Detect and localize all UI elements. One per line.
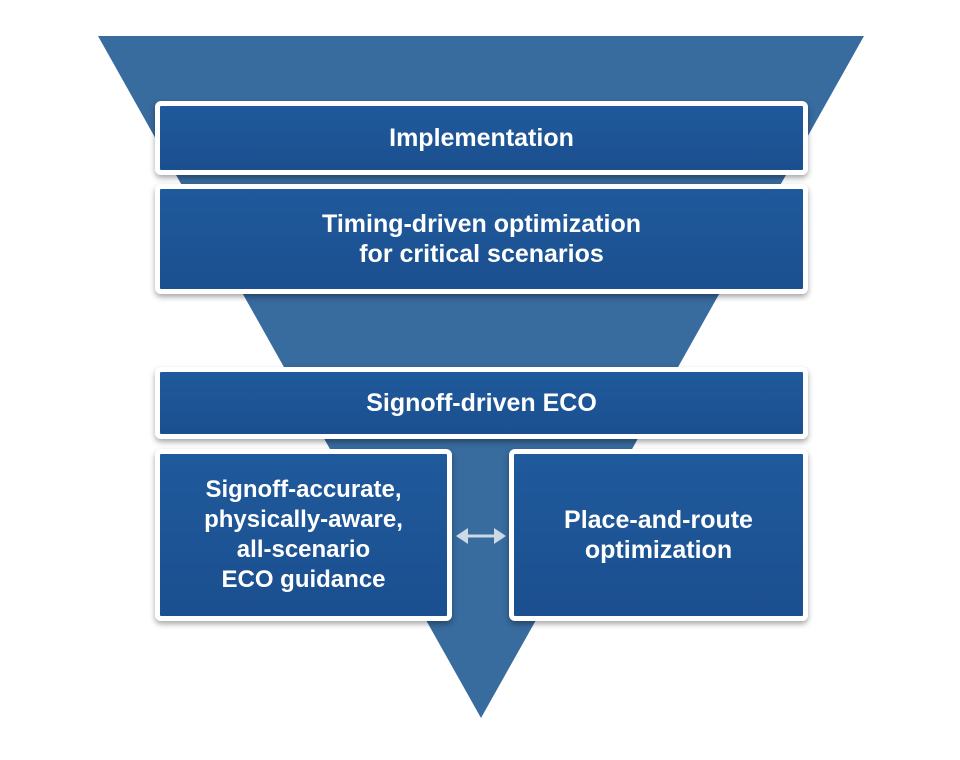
place-and-route-box: Place-and-route optimization <box>509 449 808 621</box>
signoff-eco-box: Signoff-driven ECO <box>155 367 808 439</box>
eco-guidance-label-line3: all-scenario <box>236 536 371 563</box>
signoff-eco-label: Signoff-driven ECO <box>366 389 597 417</box>
implementation-label: Implementation <box>389 124 574 152</box>
place-and-route-label-line1: Place-and-route <box>564 506 753 534</box>
eco-guidance-label-line4: ECO guidance <box>221 566 386 593</box>
place-and-route-label-line2: optimization <box>584 536 733 564</box>
timing-optimization-label-line1: Timing-driven optimization <box>322 210 641 238</box>
timing-optimization-label-line2: for critical scenarios <box>359 240 604 268</box>
eco-guidance-label-line1: Signoff-accurate, <box>205 476 402 503</box>
timing-optimization-box: Timing-driven optimization for critical … <box>155 184 808 294</box>
double-headed-arrow-icon <box>456 528 506 544</box>
implementation-box: Implementation <box>155 101 808 175</box>
eco-guidance-label-line2: physically-aware, <box>204 506 403 533</box>
eco-guidance-box: Signoff-accurate, physically-aware, all-… <box>155 449 452 621</box>
